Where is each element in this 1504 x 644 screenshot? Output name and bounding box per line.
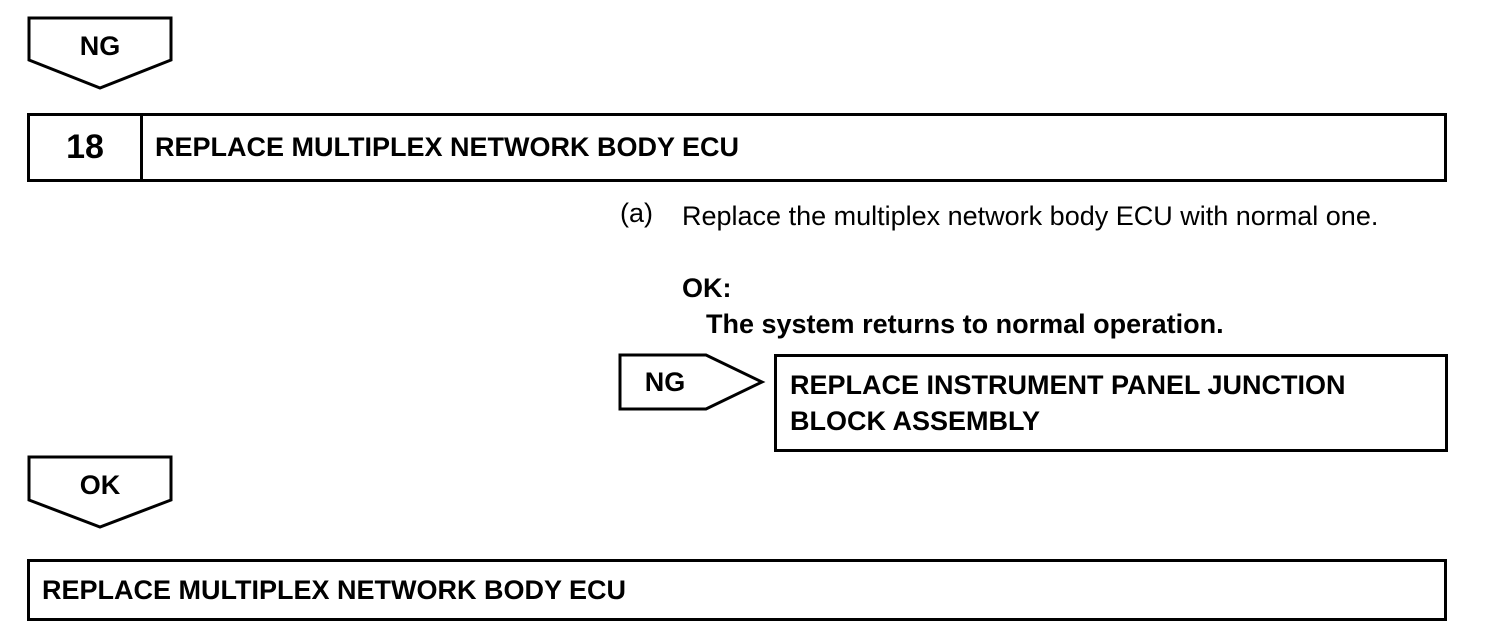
ok-criterion-label: OK:	[682, 273, 732, 303]
final-action-box: REPLACE MULTIPLEX NETWORK BODY ECU	[27, 559, 1447, 621]
ok-criterion-result: The system returns to normal operation.	[706, 309, 1224, 339]
ng-action-box: REPLACE INSTRUMENT PANEL JUNCTION BLOCK …	[774, 354, 1448, 452]
ng-down-arrow-shape	[27, 16, 173, 90]
step-number: 18	[30, 116, 143, 179]
instruction-text: Replace the multiplex network body ECU w…	[682, 201, 1379, 231]
step-title: REPLACE MULTIPLEX NETWORK BODY ECU	[155, 132, 740, 162]
ok-down-arrow-label: OK	[79, 470, 121, 500]
ng-down-arrow-label: NG	[79, 31, 121, 61]
ng-right-arrow-label: NG	[644, 367, 686, 397]
ok-down-arrow-shape	[27, 455, 173, 529]
ng-right-arrow-shape	[618, 353, 766, 411]
step-box: 18 REPLACE MULTIPLEX NETWORK BODY ECU	[27, 113, 1447, 182]
instruction-marker: (a)	[620, 198, 653, 228]
